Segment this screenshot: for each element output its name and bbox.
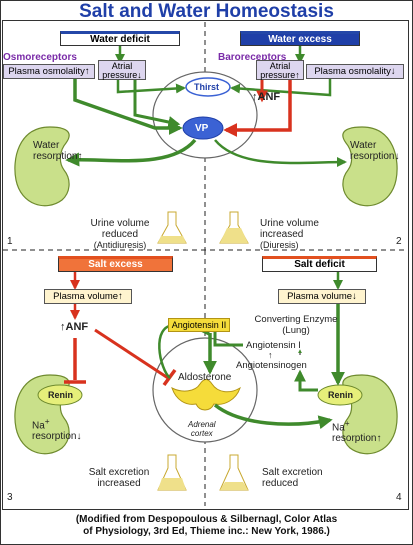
arrow-to-thirst: [116, 77, 186, 94]
renin-label-right: Renin: [328, 390, 354, 400]
arrow-vp-to-right-kidney: [214, 139, 347, 168]
header-water-deficit: Water deficit: [60, 31, 180, 46]
plasma-volume-box-right: Plasma volume↓: [278, 289, 366, 304]
renin-oval-left: [37, 384, 83, 406]
outcome-salt-increased: Salt excretion increased: [88, 467, 150, 489]
page-title: Salt and Water Homeostasis: [79, 1, 334, 22]
panel-number-2: 2: [396, 236, 402, 247]
kidney-right-top: [342, 126, 398, 207]
kidney-label-na-left: Na+ resorption↓: [32, 416, 82, 443]
panel-number-4: 4: [396, 492, 402, 503]
arrow-atrial-down: [133, 77, 181, 128]
outcome-salt-reduced: Salt excretion reduced: [262, 467, 323, 489]
header-salt-excess: Salt excess: [58, 256, 173, 272]
plasma-osmolality-box: Plasma osmolality↑: [3, 64, 95, 79]
arrow-osmo-down: [73, 77, 183, 135]
adrenal-gland: [171, 379, 241, 411]
thirst-oval: [185, 77, 231, 97]
vp-label: VP: [195, 123, 209, 134]
arrow-renin-to-angiotensinogen: [294, 369, 318, 392]
adrenal-cortex-label: Adrenal cortex: [188, 420, 216, 438]
outcome-urine-increased: Urine volume increased (Diuresis): [260, 218, 319, 250]
angiotensin-arrow-up: ↑: [268, 350, 273, 360]
kidney-left-top: [14, 126, 70, 207]
panel-number-3: 3: [7, 492, 13, 503]
kidney-label-water-resorption-right: Water resorption↓: [350, 140, 400, 162]
header-water-excess: Water excess: [240, 31, 360, 46]
arrow-aldosterone-to-kidney: [213, 403, 333, 430]
atrial-pressure-box: Atrial pressure↓: [98, 60, 146, 80]
arrow-vp-to-left-kidney: [65, 138, 197, 167]
anf-label-top: ↑ANF: [252, 91, 281, 103]
arrow-anf-inhibit: [223, 77, 292, 137]
kidney-label-water-resorption-left: Water resorption↑: [33, 140, 83, 162]
arrow-up-glyph: ↑: [84, 66, 90, 77]
arrow-down-glyph: ↓: [137, 70, 142, 80]
angiotensin2-box: Angiotensin II: [168, 318, 230, 332]
source-caption: (Modified from Despopoulous & Silbernagl…: [75, 514, 338, 537]
plasma-osmolality-box-right: Plasma osmolality↓: [306, 64, 404, 79]
renin-label-left: Renin: [48, 390, 74, 400]
converting-enzyme-label: Converting Enzyme (Lung): [254, 314, 338, 336]
anf-label-bottom: ↑ANF: [60, 321, 89, 333]
diagram-frame: [2, 20, 409, 510]
baroreceptors-label: Baroreceptors: [218, 52, 287, 63]
angiotensin1-label: Angiotensin I: [246, 340, 301, 351]
thirst-label: Thirst: [194, 82, 220, 92]
arrow-anf-to-aldosterone: [94, 328, 169, 380]
osmoreceptors-label: Osmoreceptors: [3, 52, 77, 63]
header-salt-deficit: Salt deficit: [262, 256, 377, 272]
vp-oval: [182, 116, 224, 140]
outcome-urine-reduced: Urine volume reduced (Antidiuresis): [90, 218, 150, 250]
aldosterone-label: Aldosterone: [178, 372, 232, 383]
arrow-right-to-thirst: [230, 77, 332, 97]
angiotensinogen-label: Angiotensinogen: [236, 360, 307, 371]
panel-number-1: 1: [7, 236, 13, 247]
atrial-pressure-box-right: Atrial pressure↑: [256, 60, 304, 80]
kidney-label-na-right: Na+ resorption↑: [332, 418, 382, 445]
plasma-volume-box-left: Plasma volume↑: [44, 289, 132, 304]
